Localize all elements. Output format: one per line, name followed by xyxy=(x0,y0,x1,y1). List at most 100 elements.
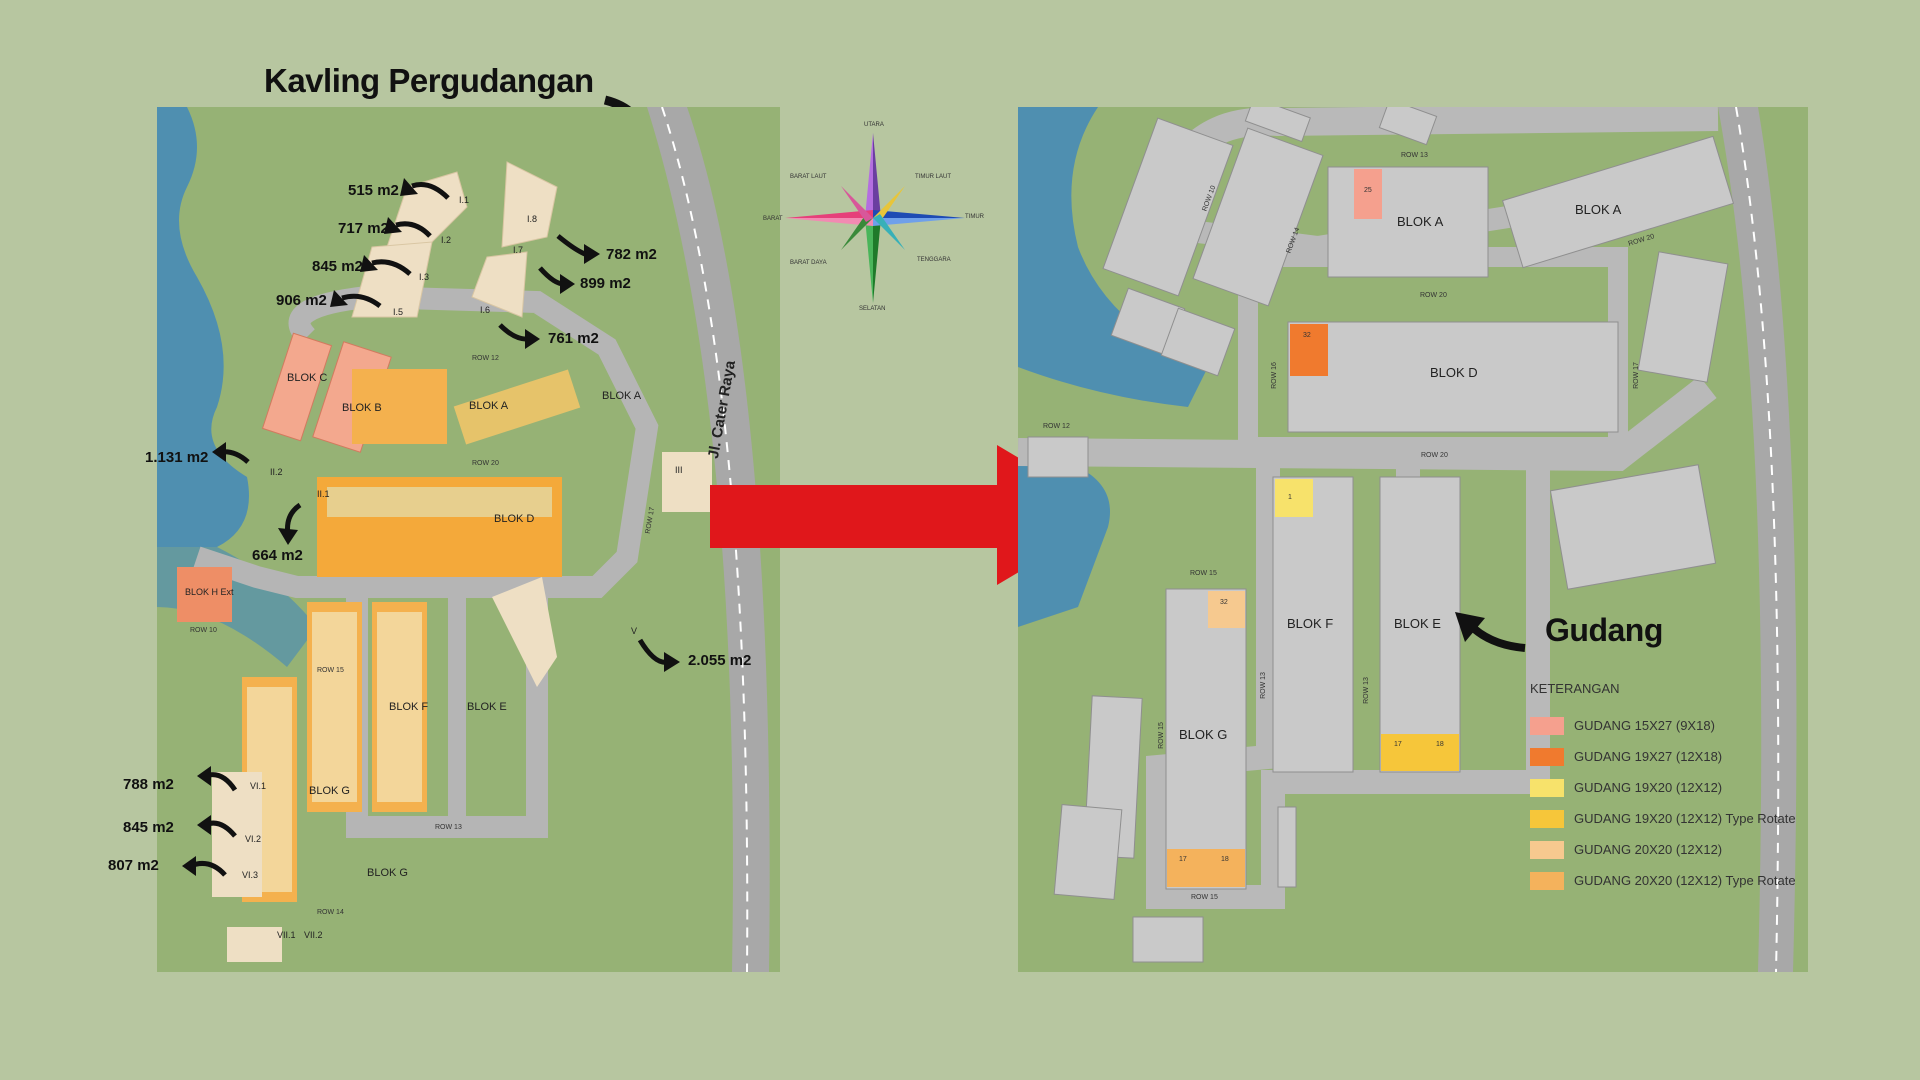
right-row-20-a: ROW 20 xyxy=(1420,292,1447,299)
plot-i1-label: I.1 xyxy=(459,195,470,205)
area-size-vi3: 807 m2 xyxy=(108,857,159,874)
right-row-20-c: ROW 20 xyxy=(1421,452,1448,459)
compass-west: BARAT xyxy=(763,216,783,222)
right-row-12: ROW 12 xyxy=(1043,423,1070,430)
left-blok-g2-label: BLOK G xyxy=(367,867,408,879)
legend-swatch xyxy=(1530,840,1564,859)
right-blok-a2-label: BLOK A xyxy=(1575,202,1622,217)
legend-item: GUDANG 19X27 (12X18) xyxy=(1530,741,1796,772)
left-blok-e-label: BLOK E xyxy=(467,701,507,713)
legend-item: GUDANG 19X20 (12X12) xyxy=(1530,772,1796,803)
gudang-curved-arrow-icon xyxy=(1455,612,1526,652)
area-size-i3: 845 m2 xyxy=(312,258,363,275)
legend-title: KETERANGAN xyxy=(1530,681,1620,696)
left-blok-f-label: BLOK F xyxy=(389,701,429,713)
compass-southwest: BARAT DAYA xyxy=(790,260,827,266)
legend-label: GUDANG 19X27 (12X18) xyxy=(1574,749,1723,764)
plot-i3-label: I.3 xyxy=(419,272,430,282)
legend-label: GUDANG 15X27 (9X18) xyxy=(1574,718,1715,733)
compass-rose: UTARA TIMUR LAUT TIMUR TENGGARA SELATAN … xyxy=(760,118,990,318)
plot-i8-label: I.8 xyxy=(527,214,538,224)
plot-i6-label: I.6 xyxy=(480,305,491,315)
left-blok-a2-label: BLOK A xyxy=(602,390,642,402)
compass-north: UTARA xyxy=(864,122,884,128)
left-blok-c-label: BLOK C xyxy=(287,372,328,384)
legend-swatch xyxy=(1530,871,1564,890)
page-title: Kavling Pergudangan xyxy=(264,62,594,99)
area-size-i1: 515 m2 xyxy=(348,182,399,199)
area-size-i6: 761 m2 xyxy=(548,330,599,347)
right-blok-f-label: BLOK F xyxy=(1287,616,1334,631)
left-row-13-label: ROW 13 xyxy=(435,824,462,831)
right-row-15-c: ROW 15 xyxy=(1191,894,1218,901)
right-row-13-a: ROW 13 xyxy=(1259,672,1267,699)
compass-east: TIMUR xyxy=(965,214,984,220)
plot-vi3-label: VI.3 xyxy=(242,870,259,880)
plot-vii2-label: VII.2 xyxy=(304,930,323,940)
left-blok-a-label: BLOK A xyxy=(469,400,509,412)
plot-i7-label: I.7 xyxy=(513,245,524,255)
plot-vii1-label: VII.1 xyxy=(277,930,296,940)
unit-32-d: 32 xyxy=(1303,332,1311,339)
legend-label: GUDANG 20X20 (12X12) xyxy=(1574,842,1723,857)
right-site-map: BLOK A BLOK A BLOK D BLOK F BLOK E BLOK … xyxy=(1018,107,1808,972)
legend-swatch xyxy=(1530,778,1564,797)
left-row-15-label: ROW 15 xyxy=(317,667,344,674)
right-blok-g-label: BLOK G xyxy=(1179,727,1228,742)
legend: KETERANGAN GUDANG 15X27 (9X18) GUDANG 19… xyxy=(1530,681,1796,896)
area-size-vi2: 845 m2 xyxy=(123,819,174,836)
legend-item: GUDANG 20X20 (12X12) Type Rotate xyxy=(1530,865,1796,896)
legend-label: GUDANG 19X20 (12X12) xyxy=(1574,780,1723,795)
unit-18-g: 18 xyxy=(1221,856,1229,863)
right-site-map-drawing xyxy=(1018,107,1797,972)
right-row-17: ROW 17 xyxy=(1632,362,1640,389)
left-blok-h-ext-label: BLOK H Ext xyxy=(185,587,234,597)
legend-swatch xyxy=(1530,809,1564,828)
unit-1-f: 1 xyxy=(1288,494,1292,501)
unit-18-e: 18 xyxy=(1436,741,1444,748)
left-row-14-label: ROW 14 xyxy=(317,909,344,916)
plot-i5-label: I.5 xyxy=(393,307,404,317)
area-size-i2: 717 m2 xyxy=(338,220,389,237)
plot-vi2-label: VI.2 xyxy=(245,834,262,844)
right-row-13-b: ROW 13 xyxy=(1362,677,1370,704)
compass-south: SELATAN xyxy=(859,306,886,312)
left-site-map: BLOK C BLOK B BLOK A BLOK A BLOK D BLOK … xyxy=(157,107,780,972)
left-blok-g-label: BLOK G xyxy=(309,785,350,797)
left-row-12-label: ROW 12 xyxy=(472,355,499,362)
legend-item: GUDANG 19X20 (12X12) Type Rotate xyxy=(1530,803,1796,834)
unit-17-g: 17 xyxy=(1179,856,1187,863)
right-blok-d-label: BLOK D xyxy=(1430,365,1478,380)
legend-item: GUDANG 15X27 (9X18) xyxy=(1530,710,1796,741)
compass-northwest: BARAT LAUT xyxy=(790,174,827,180)
area-size-i5: 906 m2 xyxy=(276,292,327,309)
area-size-vi1: 788 m2 xyxy=(123,776,174,793)
plot-i2-label: I.2 xyxy=(441,235,452,245)
unit-17-e: 17 xyxy=(1394,741,1402,748)
right-row-16: ROW 16 xyxy=(1270,362,1278,389)
left-blok-b-label: BLOK B xyxy=(342,402,382,414)
right-row-15-b: ROW 15 xyxy=(1157,722,1165,749)
right-blok-a-label: BLOK A xyxy=(1397,214,1444,229)
plot-ii2-label: II.2 xyxy=(270,467,283,477)
area-size-i8: 782 m2 xyxy=(606,246,657,263)
compass-star-icon xyxy=(785,133,965,303)
left-row-20-label: ROW 20 xyxy=(472,460,499,467)
compass-northeast: TIMUR LAUT xyxy=(915,174,951,180)
unit-32-g: 32 xyxy=(1220,599,1228,606)
unit-25: 25 xyxy=(1364,187,1372,194)
legend-label: GUDANG 20X20 (12X12) Type Rotate xyxy=(1574,873,1796,888)
plot-vi1-label: VI.1 xyxy=(250,781,267,791)
legend-label: GUDANG 19X20 (12X12) Type Rotate xyxy=(1574,811,1796,826)
right-row-13-top: ROW 13 xyxy=(1401,152,1428,159)
right-row-15-a: ROW 15 xyxy=(1190,570,1217,577)
legend-item: GUDANG 20X20 (12X12) xyxy=(1530,834,1796,865)
area-size-ii2: 1.131 m2 xyxy=(145,449,209,466)
legend-swatch xyxy=(1530,747,1564,766)
plot-v-label: V xyxy=(631,626,638,636)
legend-swatch xyxy=(1530,716,1564,735)
left-site-map-drawing xyxy=(157,107,770,972)
compass-southeast: TENGGARA xyxy=(917,257,951,263)
area-size-v: 2.055 m2 xyxy=(688,652,752,669)
left-blok-d-label: BLOK D xyxy=(494,513,535,525)
